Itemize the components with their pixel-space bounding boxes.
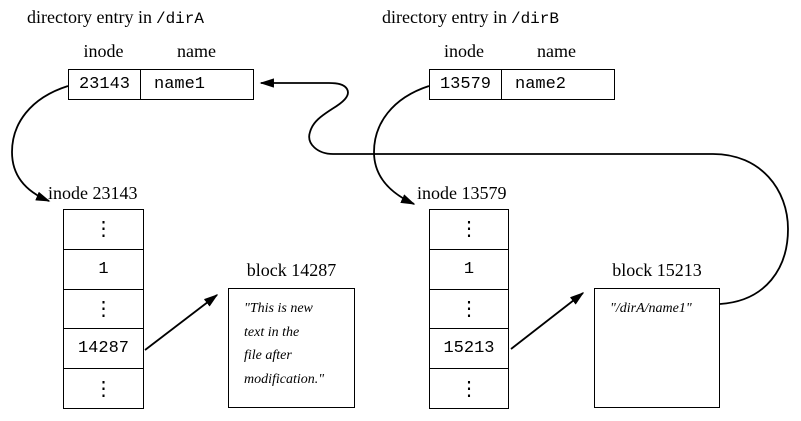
inode-b-row-block-ptr: 15213 [430,329,508,370]
dir-a-title-path: /dirA [155,10,204,28]
dir-a-inode-cell: 23143 [69,70,141,99]
dir-a-name-cell: name1 [154,75,206,94]
dir-b-name-cell: name2 [515,75,567,94]
block-a-box: "This is new text in the file after modi… [228,288,355,408]
dir-a-header-name: name [177,41,216,61]
inode-b-row-dots-2: ⋮ [430,290,508,330]
dir-a-header-inode: inode [83,41,124,61]
inode-b-row-refcount: 1 [430,250,508,290]
inode-a-row-dots-3: ⋮ [93,377,114,400]
block-a-label: block 14287 [246,260,337,280]
block-a-content: "This is new text in the file after modi… [229,289,354,391]
dir-b-title-path: /dirB [510,10,559,28]
dir-a-title-prefix: directory entry in [27,7,152,27]
dir-a-title: directory entry in /dirA [27,7,204,28]
dir-b-title: directory entry in /dirB [382,7,559,28]
dir-a-entry-table: 23143 name1 [68,69,254,100]
block-b-line: "/dirA/name1" [610,301,692,316]
block-a-line: "This is new [244,301,313,316]
arrow-inode-b-to-block-15213 [510,292,585,350]
dir-b-header-inode: inode [444,41,484,61]
arrow-inode-a-to-block-14287 [144,294,219,351]
block-b-box: "/dirA/name1" [594,288,720,408]
inode-a-label: inode 23143 [48,183,138,203]
block-a-line: file after [244,348,292,363]
inode-b-table: ⋮ 1 ⋮ 15213 ⋮ [429,209,509,409]
inode-a-row-refcount: 1 [64,250,143,290]
dir-b-entry-table: 13579 name2 [429,69,615,100]
inode-a-row-dots-2: ⋮ [64,290,143,330]
dir-b-title-prefix: directory entry in [382,7,507,27]
dir-b-header-name: name [537,41,576,61]
dir-b-inode-cell: 13579 [430,70,502,99]
block-a-line: text in the [244,324,300,340]
inode-a-row-dots-1: ⋮ [64,210,143,250]
inode-b-row-dots-1: ⋮ [430,210,508,250]
inode-b-row-dots-3: ⋮ [459,377,479,400]
inode-a-table: ⋮ 1 ⋮ 14287 ⋮ [63,209,144,409]
block-b-content: "/dirA/name1" [595,289,719,321]
inode-b-label: inode 13579 [417,183,507,203]
inode-a-row-block-ptr: 14287 [64,329,143,370]
block-a-line: modification." [244,371,325,387]
block-b-label: block 15213 [612,260,702,280]
